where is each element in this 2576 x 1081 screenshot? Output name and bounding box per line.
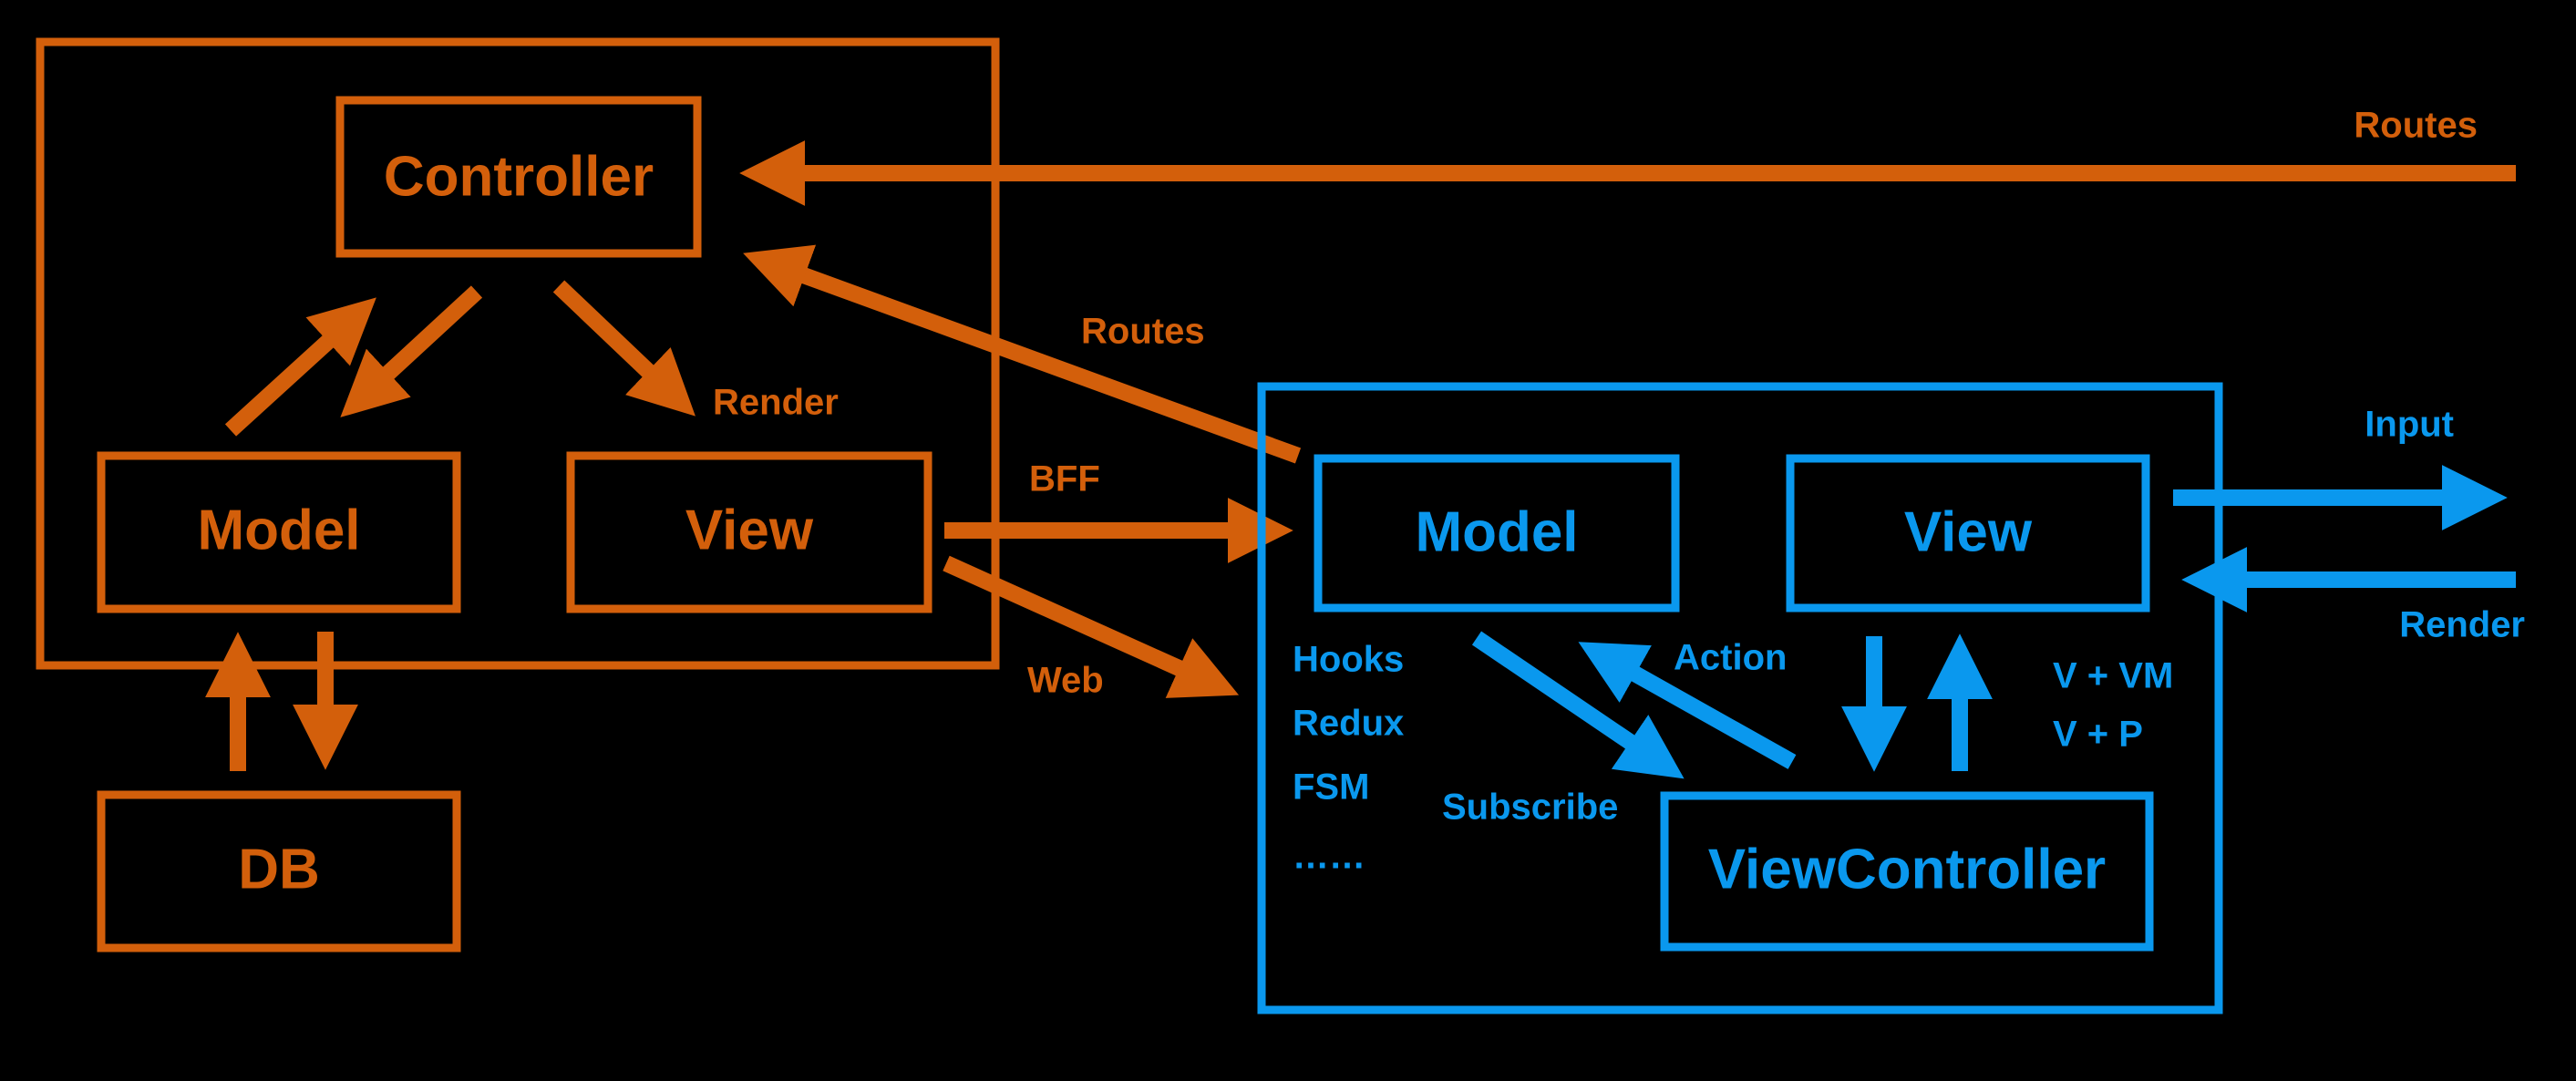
client-side-group: Model View ViewController Hooks Redux FS…	[1257, 382, 2525, 1014]
cross-edges-group: Routes Routes BFF Web	[739, 106, 2516, 701]
web-label: Web	[1027, 661, 1104, 701]
model-option-more: ……	[1293, 837, 1365, 877]
arrow-action	[1578, 642, 1797, 769]
routes-top-label: Routes	[2354, 106, 2478, 146]
arrow-controller-to-view	[552, 280, 696, 417]
routes-mid-label: Routes	[1081, 312, 1205, 352]
server-container	[36, 37, 1000, 670]
server-render-label: Render	[713, 383, 839, 423]
subscribe-label: Subscribe	[1442, 788, 1618, 828]
arrow-model-to-controller	[224, 297, 376, 437]
view-pattern-vvm: V + VM	[2053, 656, 2173, 696]
server-view-box	[566, 451, 933, 613]
server-view-label: View	[685, 499, 814, 561]
server-model-box	[97, 451, 461, 613]
client-render-label: Render	[2399, 605, 2525, 645]
input-label: Input	[2365, 405, 2454, 445]
model-option-redux: Redux	[1293, 704, 1404, 744]
bff-label: BFF	[1029, 459, 1100, 499]
action-label: Action	[1674, 638, 1787, 678]
server-side-group: Controller Model View DB Render	[36, 37, 1000, 952]
model-option-fsm: FSM	[1293, 767, 1369, 808]
arrow-web	[943, 555, 1240, 698]
model-option-hooks: Hooks	[1293, 640, 1404, 680]
server-model-label: Model	[197, 499, 360, 561]
client-model-label: Model	[1415, 500, 1578, 563]
client-viewcontroller-label: ViewController	[1708, 838, 2106, 901]
arrow-controller-to-model	[340, 285, 483, 417]
server-db-label: DB	[238, 838, 320, 901]
server-db-box	[97, 790, 461, 952]
client-container	[1257, 382, 2223, 1014]
server-controller-box	[335, 96, 702, 258]
arrow-routes-mid	[743, 244, 1302, 464]
server-controller-label: Controller	[384, 145, 654, 208]
client-model-box	[1314, 454, 1680, 613]
client-view-label: View	[1904, 500, 2033, 563]
client-view-box	[1786, 454, 2150, 613]
view-pattern-vp: V + P	[2053, 715, 2143, 755]
arrow-subscribe	[1471, 631, 1685, 779]
client-viewcontroller-box	[1660, 791, 2154, 952]
